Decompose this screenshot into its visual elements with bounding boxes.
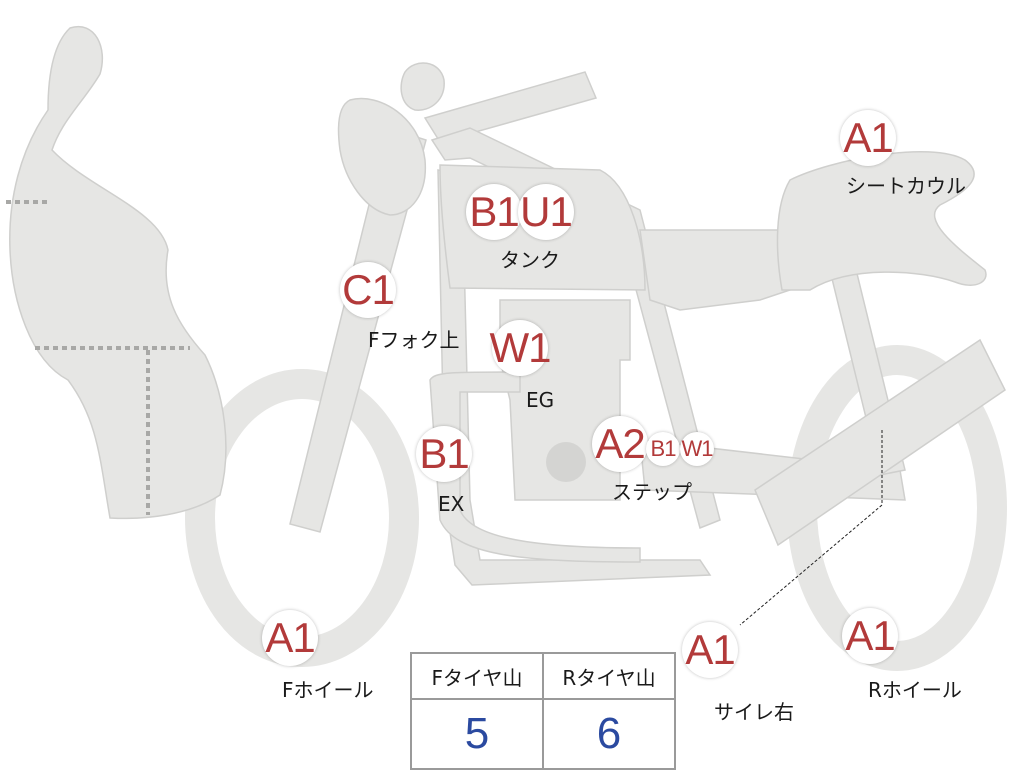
headlight xyxy=(337,97,427,216)
badge-fork-upper: C1 xyxy=(340,262,396,318)
label-engine: EG xyxy=(526,388,555,412)
seat-cowl xyxy=(776,150,987,291)
rear-tire-value: 6 xyxy=(542,698,676,770)
rear-tire-header: Rタイヤ山 xyxy=(542,652,676,700)
badge-rear-wheel: A1 xyxy=(842,608,898,664)
handlebar xyxy=(423,71,598,143)
badge-silencer-right: A1 xyxy=(682,622,738,678)
badge-tank-u1: U1 xyxy=(518,184,574,240)
label-seat-cowl: シートカウル xyxy=(846,174,966,198)
badge-tank-b1: B1 xyxy=(466,184,522,240)
tire-tread-table: Fタイヤ山 Rタイヤ山 5 6 xyxy=(410,652,676,770)
badge-step-a2: A2 xyxy=(592,416,648,472)
rear-subframe xyxy=(639,229,791,311)
badge-engine: W1 xyxy=(490,320,552,376)
badge-front-wheel: A1 xyxy=(262,610,318,666)
mirror xyxy=(400,62,445,111)
badge-step-w1: W1 xyxy=(680,432,714,466)
label-fork-upper: Fフォク上 xyxy=(368,328,460,352)
front-tire-value: 5 xyxy=(410,698,544,770)
badge-step-b1: B1 xyxy=(646,432,680,466)
front-tire-header: Fタイヤ山 xyxy=(410,652,544,700)
label-front-wheel: Fホイール xyxy=(282,678,374,702)
label-step: ステップ xyxy=(612,480,692,504)
front-fairing xyxy=(9,25,227,520)
badge-seat-cowl: A1 xyxy=(840,110,896,166)
label-silencer-right: サイレ右 xyxy=(714,700,794,724)
label-exhaust: EX xyxy=(438,492,465,516)
label-tank: タンク xyxy=(500,248,560,272)
exhaust-pipe xyxy=(429,371,641,563)
silencer xyxy=(754,338,1006,547)
label-rear-wheel: Rホイール xyxy=(868,678,962,702)
badge-exhaust: B1 xyxy=(416,426,472,482)
